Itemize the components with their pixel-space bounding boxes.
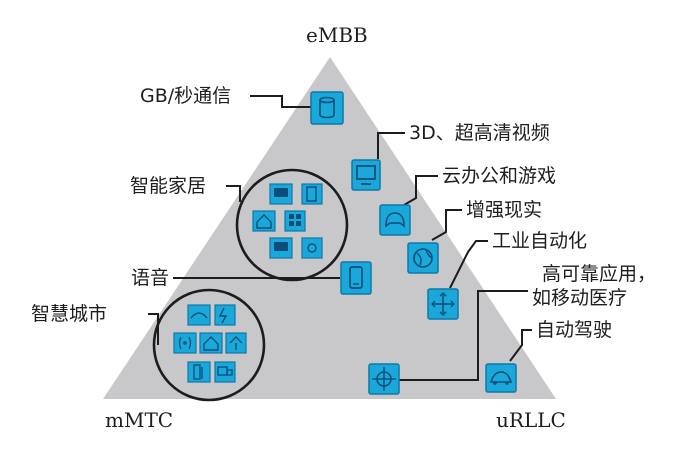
smartphone-icon	[340, 261, 372, 295]
fridge-icon	[301, 183, 323, 205]
meter-icon	[187, 361, 211, 383]
leader-smarthome	[226, 185, 241, 202]
leader-gbps	[250, 95, 312, 108]
label-high-reliability-line2: 如移动医疗	[532, 287, 628, 309]
camera-icon	[301, 237, 323, 259]
label-smart-home: 智能家居	[130, 175, 207, 197]
label-voice: 语音	[131, 267, 170, 289]
leader-ar	[431, 209, 462, 241]
leader-cloud	[403, 175, 438, 206]
smart-city-icons	[173, 304, 247, 383]
label-gbps-communication: GB/秒通信	[140, 85, 232, 107]
label-industrial-automation: 工业自动化	[492, 230, 588, 252]
database-icon	[310, 91, 344, 125]
label-smart-city: 智慧城市	[31, 303, 108, 325]
smart-home-group-circle	[235, 168, 349, 282]
corner-label-urllc: uRLLC	[496, 408, 566, 432]
wave-icon	[187, 304, 211, 326]
lamp-icon	[225, 332, 247, 354]
label-augmented-reality: 增强现实	[466, 199, 543, 221]
leader-autodrive	[509, 329, 532, 362]
globe-icon	[407, 242, 439, 274]
label-cloud-office-gaming: 云办公和游戏	[442, 165, 557, 187]
truck-icon	[214, 361, 236, 383]
building-icon	[284, 210, 306, 232]
bolt-icon	[214, 304, 236, 326]
corner-label-embb: eMBB	[306, 23, 368, 47]
smart-home-icons	[252, 183, 323, 259]
tv-icon	[269, 183, 293, 205]
game-controller-icon	[379, 204, 411, 236]
signal-icon	[173, 332, 197, 354]
screen-icon	[269, 237, 293, 259]
crosshair-arrows-icon	[427, 288, 459, 320]
label-autonomous-driving: 自动驾驶	[536, 319, 613, 341]
leader-smartcity	[148, 313, 159, 345]
leader-video	[377, 132, 405, 159]
smart-city-group-circle	[152, 288, 266, 402]
label-3d-uhd-video: 3D、超高清视频	[409, 122, 550, 144]
house-icon	[252, 210, 276, 232]
label-high-reliability-line1: 高可靠应用，	[542, 263, 657, 285]
leader-lines	[148, 95, 532, 381]
car-icon	[485, 363, 517, 393]
monitor-icon	[351, 159, 381, 191]
leader-reliable	[398, 290, 528, 381]
house-icon	[199, 332, 223, 354]
target-icon	[368, 363, 400, 395]
leader-industry	[449, 240, 488, 289]
corner-label-mmtc: mMTC	[105, 408, 174, 432]
